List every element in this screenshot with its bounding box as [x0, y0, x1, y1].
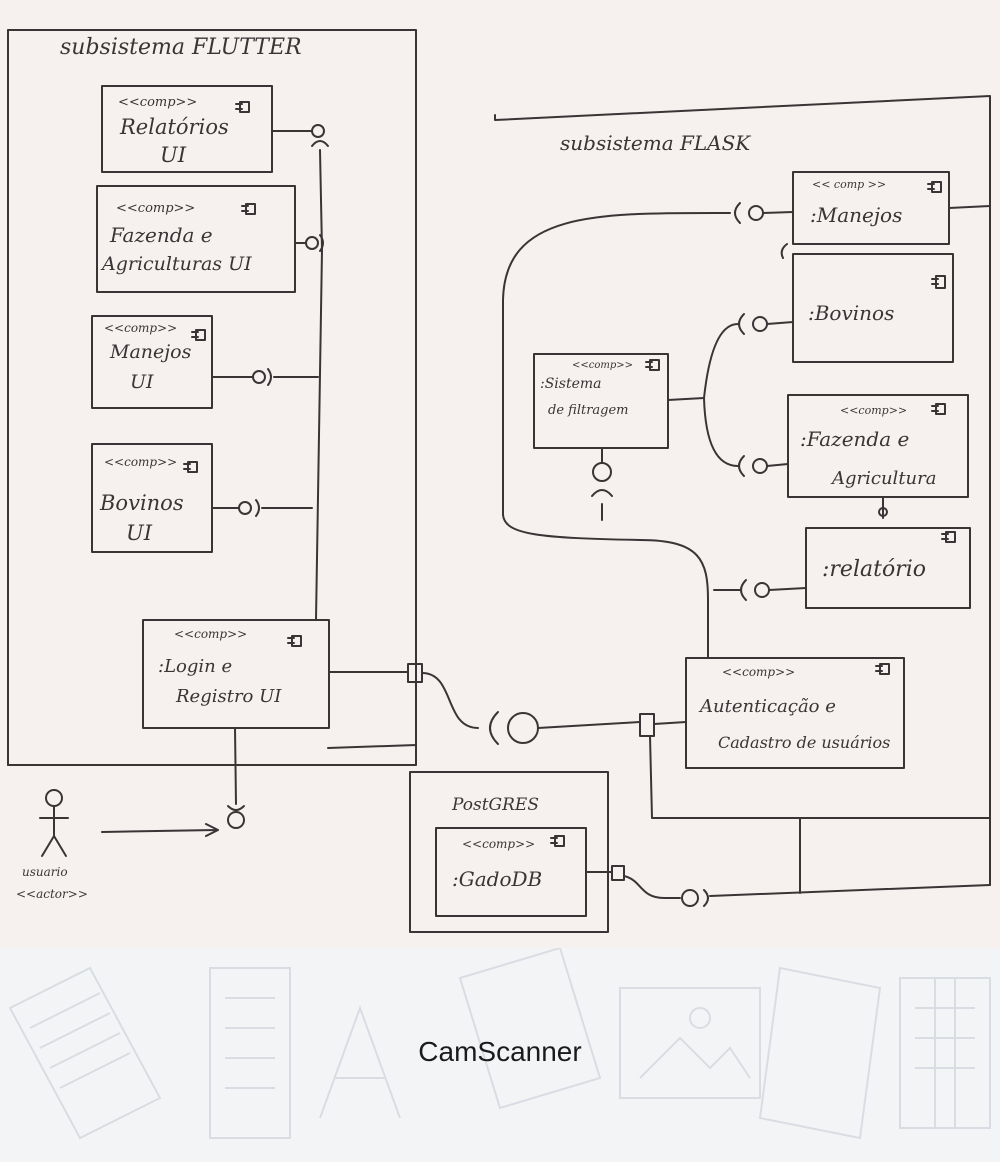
login-ui-name-2: Registro UI — [175, 686, 282, 707]
manejos-comp-stereotype: << comp >> — [812, 178, 886, 191]
gadodb-stereotype: <<comp>> — [462, 837, 535, 851]
fazenda-comp-name-2: Agricultura — [830, 468, 936, 489]
camscanner-watermark: CamScanner — [418, 1036, 582, 1067]
relatorios-ui-name: Relatórios — [119, 115, 229, 139]
fazenda-ui-name-2: Agriculturas UI — [100, 253, 252, 275]
filtragem-branch-bovinos — [667, 323, 739, 401]
manejos-socket — [734, 202, 741, 224]
manejos-comp-name: :Manejos — [810, 203, 902, 227]
fazenda-comp-name: :Fazenda e — [800, 427, 909, 451]
relatorios-ui-name-2: UI — [160, 143, 187, 167]
login-ui-stereotype: <<comp>> — [174, 627, 247, 641]
fazenda-comp-box — [787, 394, 969, 498]
manejos-ui-box — [91, 315, 213, 409]
auth-ball — [507, 712, 539, 744]
fazenda-comp-stereotype: <<comp>> — [840, 404, 907, 417]
actor-stereotype: <<actor>> — [16, 887, 88, 901]
filtragem-branch-fazenda — [703, 397, 739, 467]
user-actor-icon — [39, 789, 69, 857]
flutter-title: subsistema FLUTTER — [60, 35, 302, 60]
auth-socket — [489, 711, 499, 745]
bovinos-ui-box — [91, 443, 213, 553]
postgres-title: PostGRES — [451, 795, 539, 815]
footer-pattern — [8, 948, 991, 1140]
bovinos-ui-name: Bovinos — [99, 491, 184, 515]
bovinos-comp-box — [792, 253, 954, 363]
gadodb-name: :GadoDB — [452, 867, 542, 891]
manejos-ui-stereotype: <<comp>> — [104, 321, 177, 335]
filtragem-comp-name-2: de filtragem — [548, 403, 629, 418]
manejos-ui-name-2: UI — [130, 371, 154, 393]
component-icon-group — [183, 101, 956, 847]
bovinos-ui-stereotype: <<comp>> — [104, 455, 177, 469]
flask-left-loop — [502, 211, 731, 659]
component-diagram: subsistema FLUTTER subsistema FLASK Post… — [7, 29, 991, 933]
relatorios-ui-box — [101, 85, 273, 173]
postgres-frame — [409, 771, 609, 933]
manejos-ui-name: Manejos — [109, 341, 192, 363]
auth-port — [639, 713, 655, 737]
filtragem-comp-name: :Sistema — [540, 376, 602, 392]
relatorio-comp-box — [805, 527, 971, 609]
auth-comp-name-2: Cadastro de usuários — [718, 733, 890, 752]
auth-to-db-line — [649, 735, 991, 819]
flask-title: subsistema FLASK — [560, 131, 751, 155]
auth-comp-name: Autenticação e — [698, 696, 836, 717]
scanner-footer — [0, 948, 1000, 1162]
auth-comp-box — [685, 657, 905, 769]
flask-subsystem-frame — [494, 95, 991, 886]
flutter-subsystem-frame — [7, 29, 417, 766]
bovinos-comp-name: :Bovinos — [808, 301, 894, 325]
db-port — [611, 865, 625, 881]
fazenda-ui-box — [96, 185, 296, 293]
login-ui-name: :Login e — [158, 656, 232, 677]
filtragem-comp-stereotype: <<comp>> — [572, 360, 633, 371]
flutter-bus-line — [315, 149, 323, 621]
actor-arrow — [101, 823, 219, 837]
relatorios-ui-stereotype: <<comp>> — [118, 95, 197, 110]
fazenda-ui-stereotype: <<comp>> — [116, 201, 195, 216]
relatorio-comp-name: :relatório — [822, 557, 926, 582]
login-to-actor-line — [234, 727, 237, 805]
auth-comp-stereotype: <<comp>> — [722, 665, 795, 679]
paper-sheet: subsistema FLUTTER subsistema FLASK Post… — [0, 0, 1000, 948]
bovinos-ui-name-2: UI — [126, 521, 153, 545]
fazenda-ui-name: Fazenda e — [109, 223, 213, 247]
actor-name: usuario — [22, 865, 68, 879]
